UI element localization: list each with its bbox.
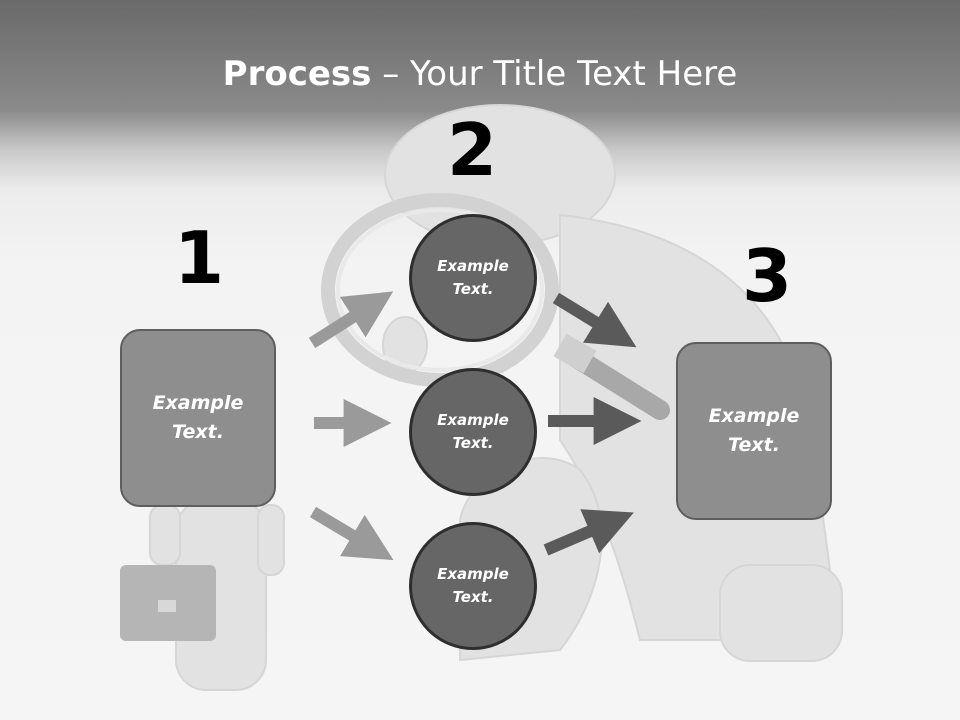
step-1-box: Example Text. bbox=[120, 329, 276, 507]
arrow-1-to-2a bbox=[308, 291, 394, 349]
step-3-box: Example Text. bbox=[676, 342, 832, 520]
step-2-circle-middle: Example Text. bbox=[409, 368, 537, 496]
step-number-2: 2 bbox=[446, 108, 498, 192]
title-rest: Your Title Text Here bbox=[410, 54, 738, 94]
step-2-circle-bottom: Example Text. bbox=[409, 522, 537, 650]
arrow-2c-to-3 bbox=[543, 509, 634, 556]
slide-title: Process – Your Title Text Here bbox=[0, 52, 960, 96]
step-2-circle-top-text: Example Text. bbox=[437, 257, 509, 298]
step-number-1: 1 bbox=[173, 216, 225, 300]
title-bold: Process bbox=[222, 54, 372, 94]
step-number-3: 3 bbox=[741, 234, 793, 318]
arrow-1-to-2c bbox=[309, 506, 394, 561]
step-3-text: Example Text. bbox=[708, 405, 800, 456]
step-1-text: Example Text. bbox=[152, 392, 244, 443]
step-2-circle-middle-text: Example Text. bbox=[437, 411, 509, 452]
title-separator: – bbox=[371, 54, 411, 94]
step-2-circle-bottom-text: Example Text. bbox=[437, 565, 509, 606]
arrow-2a-to-3 bbox=[552, 292, 637, 348]
step-2-circle-top: Example Text. bbox=[409, 214, 537, 342]
